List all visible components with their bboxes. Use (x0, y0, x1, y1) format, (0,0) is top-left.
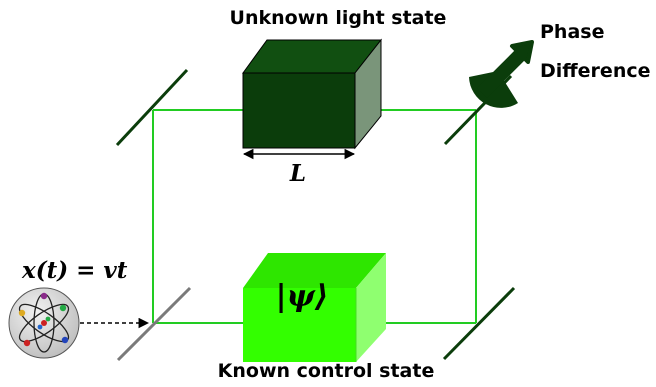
phase-gauge-icon (469, 40, 534, 108)
mirror-bottom-right (442, 286, 516, 361)
phase-label-line1: Phase (540, 21, 604, 43)
mirror-top-left (115, 68, 189, 147)
known-state-box (243, 253, 386, 362)
unknown-state-box (242, 38, 383, 150)
unknown-state-label: Unknown light state (230, 7, 447, 29)
ket-psi-label: |ψ⟩ (276, 279, 329, 314)
length-label: L (289, 160, 306, 187)
beam-splitter-bottom-left (116, 286, 192, 362)
atom-icon (8, 287, 80, 359)
known-state-label: Known control state (218, 360, 435, 382)
position-equation: x(t) = vt (21, 257, 128, 284)
phase-label-line2: Difference (540, 60, 651, 82)
